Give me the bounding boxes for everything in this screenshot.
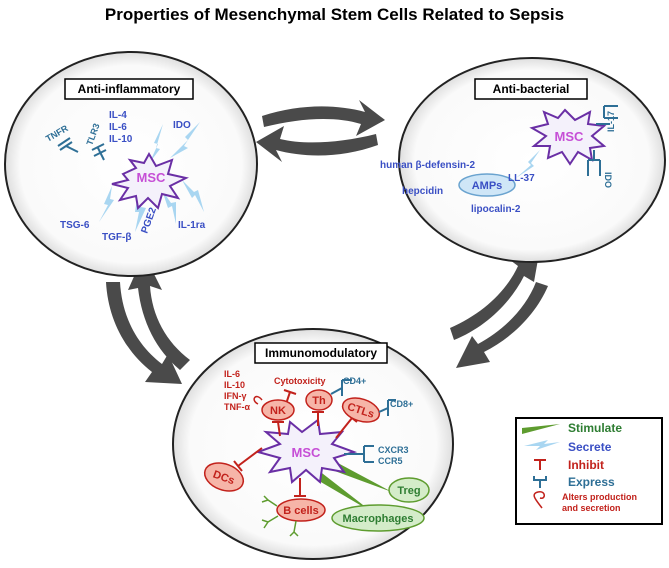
anti-inflammatory-label: Anti-inflammatory (78, 82, 181, 96)
msc-label: MSC (137, 170, 167, 185)
anti-bacterial-panel: Anti-bacterial MSC IL-17 IDO AMPs human … (380, 57, 666, 263)
il6-label: IL-6 (109, 122, 127, 133)
stimulate-wedges (314, 462, 392, 512)
cycle-arrows (106, 100, 548, 384)
legend-alters-line1: Alters production (562, 492, 637, 502)
cytotoxicity-label: Cytotoxicity (274, 376, 326, 386)
immunomodulatory-panel: Immunomodulatory MSC NK Th CTLs DCs B ce… (172, 328, 454, 560)
ll37-label: LL-37 (508, 173, 535, 184)
b-cells-label: B cells (283, 505, 318, 517)
macrophages-label: Macrophages (343, 513, 414, 525)
cd4-receptor (330, 379, 352, 396)
il4-label: IL-4 (109, 110, 127, 121)
stimulate-key (522, 424, 560, 434)
il17-label: IL-17 (606, 111, 616, 132)
nk-cytokine-il6: IL-6 (224, 369, 240, 379)
treg-cell (388, 477, 430, 503)
diagram-title: Properties of Mesenchymal Stem Cells Rel… (104, 5, 565, 24)
b-cells-cell (276, 498, 326, 522)
arrow-right-down (456, 282, 548, 368)
inhibit-key (534, 459, 546, 470)
ccr5-label: CCR5 (378, 456, 403, 466)
arrow-right-up (450, 248, 540, 340)
cxcr3-ccr5-receptor (344, 445, 374, 463)
legend-secrete: Secrete (568, 440, 612, 454)
msc-label: MSC (555, 129, 585, 144)
ctls-cell (341, 397, 381, 423)
lipocalin2-label: lipocalin-2 (471, 204, 521, 215)
treg-label: Treg (397, 485, 420, 497)
amps-secrete-bolt (516, 150, 540, 178)
secrete-key (524, 440, 560, 450)
immunomodulatory-label: Immunomodulatory (265, 346, 377, 360)
cd8-receptor (378, 399, 396, 416)
nk-cytokine-tnfa: TNF-α (224, 402, 250, 412)
th-cell (305, 389, 333, 411)
legend-alters-line2: and secretion (562, 503, 621, 513)
macrophages-cell (331, 504, 425, 532)
cd8-label: CD8+ (390, 399, 413, 409)
arrow-top-left (256, 126, 378, 162)
immunomodulatory-label-box (254, 342, 388, 364)
ido-label: IDO (173, 120, 191, 131)
nk-cell (261, 399, 295, 421)
legend-express: Express (568, 475, 615, 489)
msc-star (254, 418, 358, 484)
nk-cytokine-il10: IL-10 (224, 380, 245, 390)
hepcidin-label: hepcidin (402, 186, 443, 197)
legend-stimulate: Stimulate (568, 421, 622, 435)
nk-cytokine-ifng: IFN-γ (224, 391, 247, 401)
ido-receptor (587, 150, 601, 176)
arrow-top-right (262, 100, 385, 136)
alters-key (533, 491, 545, 509)
anti-bacterial-label-box (474, 78, 588, 100)
amps-bubble (458, 173, 516, 197)
th-label: Th (312, 395, 326, 407)
cxcr3-label: CXCR3 (378, 445, 409, 455)
dcs-cell (203, 462, 245, 492)
il1ra-label: IL-1ra (178, 220, 206, 231)
tlr3-receptor (91, 143, 107, 161)
arrow-left-up (128, 254, 190, 370)
cd4-label: CD4+ (343, 376, 366, 386)
il17-receptor (596, 105, 618, 125)
alters-production-curl (253, 395, 263, 405)
ido-label: IDO (603, 172, 613, 188)
legend-inhibit: Inhibit (568, 458, 604, 472)
tnfr-receptor (57, 137, 79, 153)
msc-star (111, 151, 189, 211)
antibody-icons (261, 495, 299, 537)
msc-label: MSC (292, 445, 322, 460)
secrete-bolts (99, 122, 204, 232)
legend: Stimulate Secrete Inhibit Express Alters… (515, 417, 663, 525)
anti-bacterial-label: Anti-bacterial (493, 82, 570, 96)
tsg6-label: TSG-6 (60, 220, 90, 231)
beta-defensin-label: human β-defensin-2 (380, 160, 475, 171)
msc-star (529, 108, 607, 166)
anti-inflammatory-label-box (64, 78, 194, 100)
il10-label: IL-10 (109, 134, 133, 145)
anti-inflammatory-panel: Anti-inflammatory MSC TNFR TLR3 IL-4 IL-… (4, 51, 258, 277)
nk-label: NK (270, 405, 286, 417)
amps-label: AMPs (472, 180, 503, 192)
tgfb-label: TGF-β (102, 232, 131, 243)
express-key (533, 476, 547, 488)
arrow-left-down (106, 282, 182, 384)
